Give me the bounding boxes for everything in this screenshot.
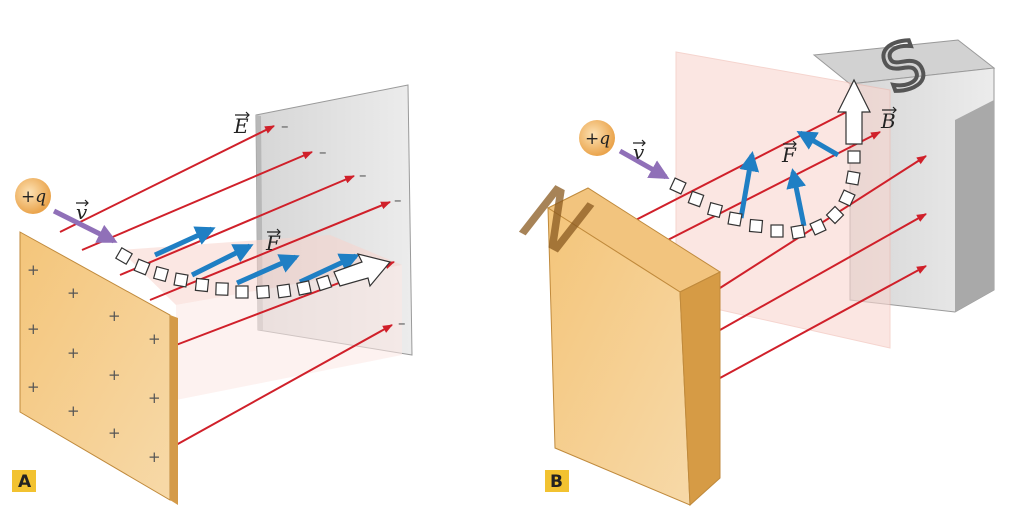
minus-sign: – (281, 117, 289, 135)
panel-b: S (500, 24, 996, 507)
path-marker (669, 177, 687, 195)
panel-b-label-box (545, 470, 569, 492)
plus-sign: + (148, 448, 161, 466)
force-arrow (796, 130, 840, 158)
plus-sign: + (108, 424, 121, 442)
panel-a: – – – – – (12, 84, 413, 505)
path-marker (790, 224, 806, 240)
path-marker (114, 246, 134, 266)
path-marker (235, 285, 249, 299)
path-marker (194, 277, 210, 293)
field-line (119, 175, 355, 276)
minus-sign: – (359, 166, 367, 184)
plus-sign: + (27, 378, 40, 396)
charge-particle (15, 178, 51, 214)
panel-b-label: B (550, 472, 563, 492)
charge-particle (579, 120, 615, 156)
velocity-label: v (76, 199, 89, 224)
plus-sign: + (27, 320, 40, 338)
svg-text:E: E (233, 114, 249, 138)
particle-path (114, 246, 333, 300)
plus-sign: + (148, 389, 161, 407)
panel-a-label: A (18, 472, 32, 492)
force-arrow (738, 151, 760, 219)
plus-sign: + (67, 344, 80, 362)
path-marker (315, 274, 333, 292)
minus-sign: – (394, 191, 402, 209)
field-line (175, 324, 393, 446)
velocity-arrow (52, 208, 118, 244)
electric-field-label: E (233, 111, 250, 138)
path-marker (296, 280, 312, 296)
path-marker (825, 205, 845, 225)
magnetic-field-label: B (880, 106, 897, 133)
minus-signs: – – – – – (281, 117, 406, 332)
plus-signs: + + + + + + + + + + + + (27, 261, 161, 466)
path-marker (838, 189, 856, 207)
path-marker (133, 258, 151, 276)
plus-sign: + (67, 284, 80, 302)
field-line (651, 131, 881, 249)
path-marker (727, 211, 743, 227)
svg-text:F: F (781, 143, 797, 167)
path-marker (215, 282, 229, 296)
force-label: F (265, 228, 281, 255)
field-line (81, 151, 313, 251)
force-arrows (738, 130, 840, 227)
plus-sign: + (67, 402, 80, 420)
force-arrow (153, 226, 216, 258)
path-marker (152, 265, 170, 283)
exit-arrow (333, 253, 392, 288)
field-line (719, 213, 927, 331)
positive-plate (19, 231, 178, 505)
path-marker (809, 218, 827, 236)
plus-sign: + (148, 330, 161, 348)
plus-sign: + (108, 366, 121, 384)
path-marker (255, 284, 271, 300)
panel-a-label-box (12, 470, 36, 492)
field-plane (675, 51, 891, 349)
path-marker (706, 201, 724, 219)
magnetic-field-lines (627, 103, 927, 379)
path-marker (687, 190, 705, 208)
path-marker (748, 218, 764, 234)
velocity-label: v (633, 139, 646, 164)
force-arrow (298, 253, 360, 285)
path-marker (845, 170, 861, 186)
velocity-arrow (618, 148, 670, 180)
path-marker (173, 272, 189, 288)
electric-field-lines (59, 125, 395, 446)
charge-label: +q (585, 129, 610, 149)
force-arrow (235, 254, 300, 286)
plus-sign: + (27, 261, 40, 279)
path-marker (847, 150, 861, 164)
path-marker (276, 283, 292, 299)
force-arrow (786, 168, 807, 227)
minus-sign: – (319, 143, 327, 161)
force-arrows (153, 226, 360, 286)
charge-label: +q (21, 187, 46, 207)
force-arrow (190, 243, 254, 278)
svg-text:B: B (880, 109, 896, 133)
particle-path (669, 150, 861, 240)
path-marker (770, 224, 784, 238)
force-label: F (781, 140, 797, 167)
field-line (719, 265, 927, 379)
field-line (719, 155, 927, 289)
svg-text:F: F (265, 231, 281, 255)
field-line (149, 201, 391, 301)
field-line (59, 125, 275, 233)
plus-sign: + (108, 307, 121, 325)
exit-arrow (837, 78, 871, 145)
minus-sign: – (398, 314, 406, 332)
